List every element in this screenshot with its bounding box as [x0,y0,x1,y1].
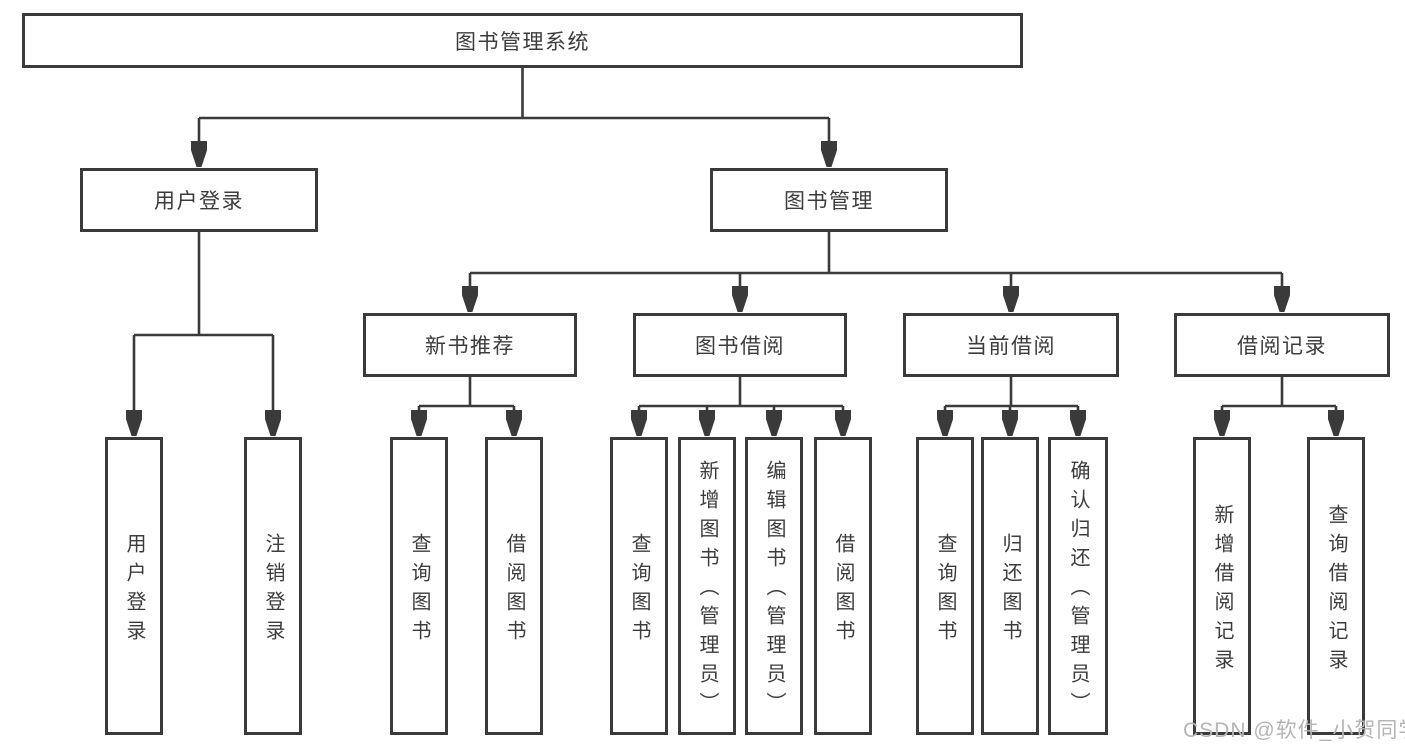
node-label: 用户登录 [154,190,244,213]
leaf-query-borrow-record: 查询借阅记录 [1307,437,1365,735]
node-label: 借阅图书 [832,532,854,649]
leaf-borrow-books-1: 借阅图书 [485,437,543,735]
node-label: 归还图书 [999,532,1021,649]
node-current-borrowing: 当前借阅 [903,313,1119,377]
leaf-query-books-3: 查询图书 [916,437,974,735]
node-label: 图书管理系统 [455,30,590,54]
leaf-user-login: 用户登录 [105,437,163,735]
node-label: 借阅记录 [1237,335,1327,358]
node-label: 注销登录 [262,532,284,649]
leaf-logout: 注销登录 [244,437,302,735]
node-label: 图书借阅 [695,335,785,358]
leaf-query-books-1: 查询图书 [390,437,448,735]
node-library-management-system: 图书管理系统 [22,13,1023,68]
node-label: 查询图书 [628,532,650,649]
node-label: 查询图书 [934,532,956,649]
node-borrowing-records: 借阅记录 [1174,313,1390,377]
leaf-query-books-2: 查询图书 [610,437,668,735]
node-label: 图书管理 [784,190,874,213]
node-label: 查询图书 [408,532,430,649]
node-label: 确认归还（管理员） [1067,460,1089,721]
node-new-book-recommendation: 新书推荐 [363,313,577,377]
node-label: 新书推荐 [425,335,515,358]
leaf-add-books-admin: 新增图书（管理员） [678,437,736,735]
node-label: 当前借阅 [966,335,1056,358]
node-label: 借阅图书 [503,532,525,649]
node-user-login: 用户登录 [80,168,318,232]
node-label: 用户登录 [123,532,145,649]
leaf-edit-books-admin: 编辑图书（管理员） [745,437,803,735]
leaf-return-books: 归还图书 [981,437,1039,735]
leaf-borrow-books-2: 借阅图书 [814,437,872,735]
node-book-borrowing: 图书借阅 [633,313,847,377]
node-label: 查询借阅记录 [1325,503,1347,678]
leaf-confirm-return-admin: 确认归还（管理员） [1048,437,1108,735]
node-label: 新增借阅记录 [1211,503,1233,678]
csdn-watermark: CSDN @软件_小贺同学 [1183,719,1405,742]
node-label: 新增图书（管理员） [696,460,718,721]
node-book-management: 图书管理 [710,168,948,232]
leaf-add-borrow-record: 新增借阅记录 [1193,437,1251,735]
node-label: 编辑图书（管理员） [763,460,785,721]
